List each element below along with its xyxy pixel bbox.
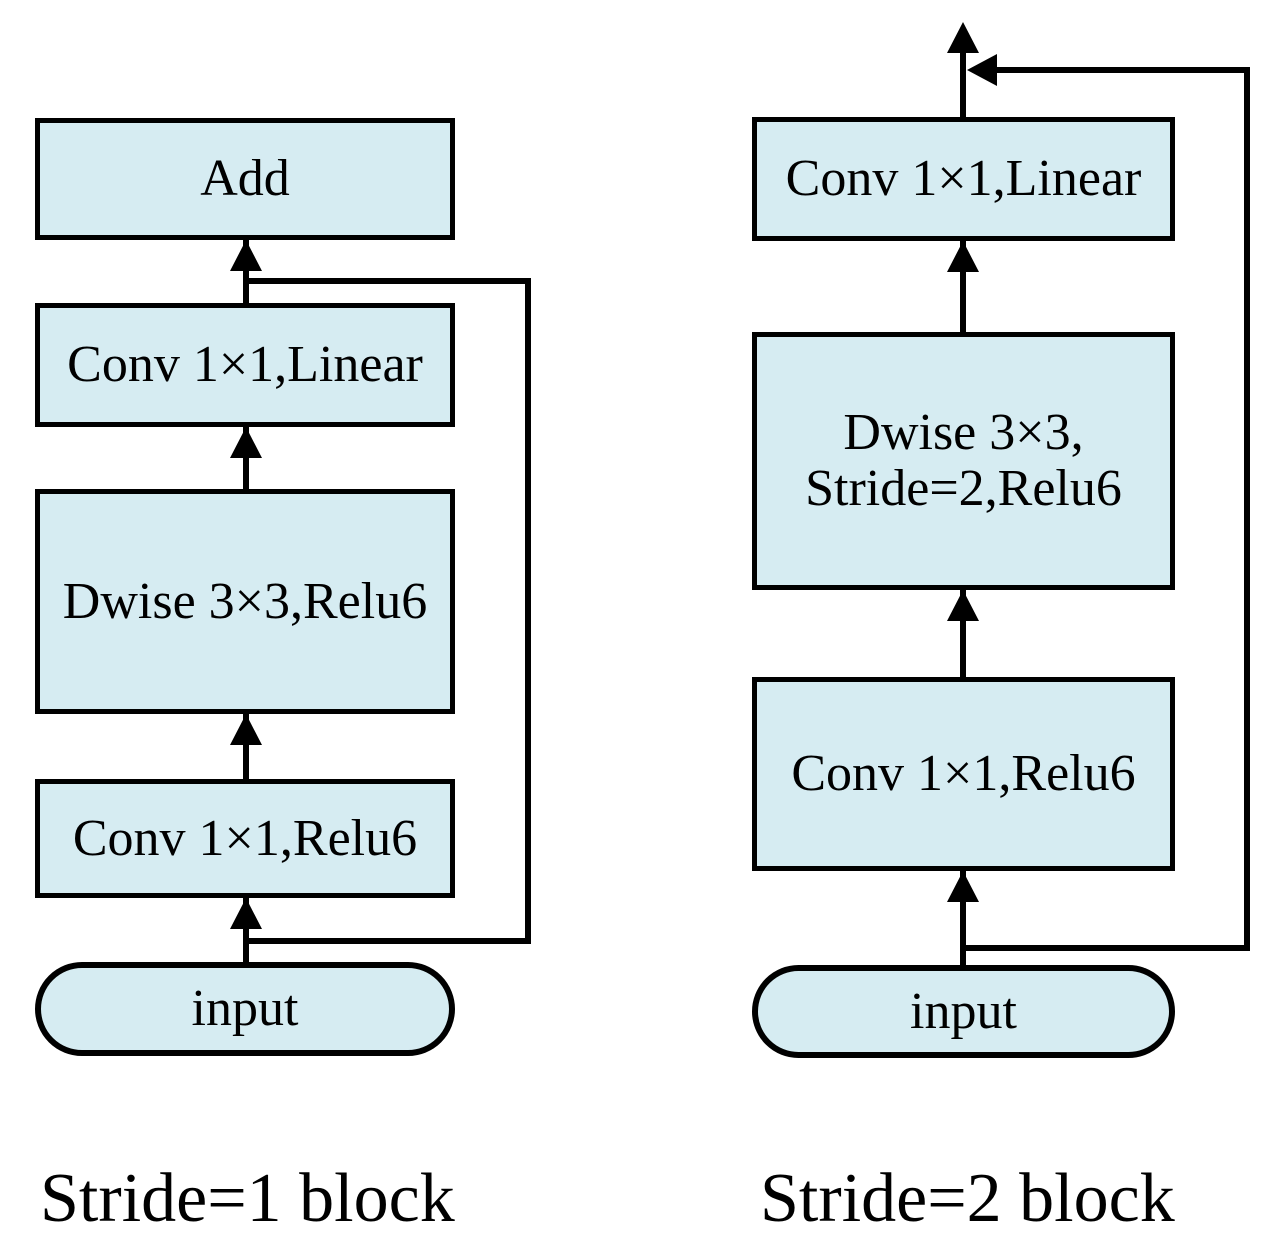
skip-branch-bottom-left xyxy=(246,938,531,944)
dwise-node-left: Dwise 3×3,Relu6 xyxy=(35,489,455,714)
conv-relu-node-label: Conv 1×1,Relu6 xyxy=(72,809,418,867)
arrowhead-up-icon xyxy=(947,590,979,621)
arrowhead-up-icon xyxy=(230,714,262,745)
conv-relu-node-left: Conv 1×1,Relu6 xyxy=(35,779,455,898)
conv-linear-node-left: Conv 1×1,Linear xyxy=(35,303,455,427)
bypass-vertical-right xyxy=(1244,67,1250,951)
input-node-left: input xyxy=(35,962,455,1056)
arrowhead-left-icon xyxy=(967,54,997,86)
arrowhead-up-icon xyxy=(230,427,262,458)
dwise-label-line2: Stride=2,Relu6 xyxy=(805,460,1122,517)
skip-merge-top-left xyxy=(246,278,531,284)
add-node-label: Add xyxy=(200,150,290,207)
dwise-label-line1: Dwise 3×3, xyxy=(843,404,1084,461)
connector-input-to-convrelu xyxy=(243,898,249,962)
caption-stride1-block: Stride=1 block xyxy=(40,1160,455,1237)
arrowhead-up-icon xyxy=(230,240,262,271)
skip-vertical-left xyxy=(525,278,531,944)
input-node-right: input xyxy=(752,965,1175,1058)
conv-relu-node-label: Conv 1×1,Relu6 xyxy=(791,745,1136,802)
conv-relu-node-right: Conv 1×1,Relu6 xyxy=(752,677,1175,871)
arrowhead-up-icon xyxy=(947,871,979,902)
add-node-left: Add xyxy=(35,118,455,240)
conv-linear-node-label: Conv 1×1,Linear xyxy=(785,150,1142,207)
bypass-branch-bottom-right xyxy=(963,945,1250,951)
connector-convlinear-to-add xyxy=(243,240,249,303)
dwise-node-right: Dwise 3×3, Stride=2,Relu6 xyxy=(752,332,1175,590)
arrowhead-up-icon xyxy=(230,898,262,929)
dwise-node-label: Dwise 3×3,Relu6 xyxy=(62,572,428,630)
arrowhead-up-icon xyxy=(947,22,979,53)
conv-linear-node-right: Conv 1×1,Linear xyxy=(752,117,1175,241)
arrowhead-up-icon xyxy=(947,241,979,272)
dwise-node-label: Dwise 3×3, Stride=2,Relu6 xyxy=(805,405,1122,517)
connector-convrelu-to-dwise xyxy=(243,714,249,779)
connector-dwise-to-convlinear xyxy=(243,427,249,489)
input-node-label: input xyxy=(910,982,1017,1040)
connector-input-to-convrelu xyxy=(960,871,966,965)
caption-stride2-block: Stride=2 block xyxy=(760,1160,1175,1237)
bypass-merge-top-right xyxy=(997,67,1250,73)
connector-convrelu-to-dwise xyxy=(960,590,966,677)
conv-linear-node-label: Conv 1×1,Linear xyxy=(67,336,423,393)
connector-output xyxy=(960,53,966,117)
connector-dwise-to-convlinear xyxy=(960,241,966,332)
input-node-label: input xyxy=(191,980,299,1037)
